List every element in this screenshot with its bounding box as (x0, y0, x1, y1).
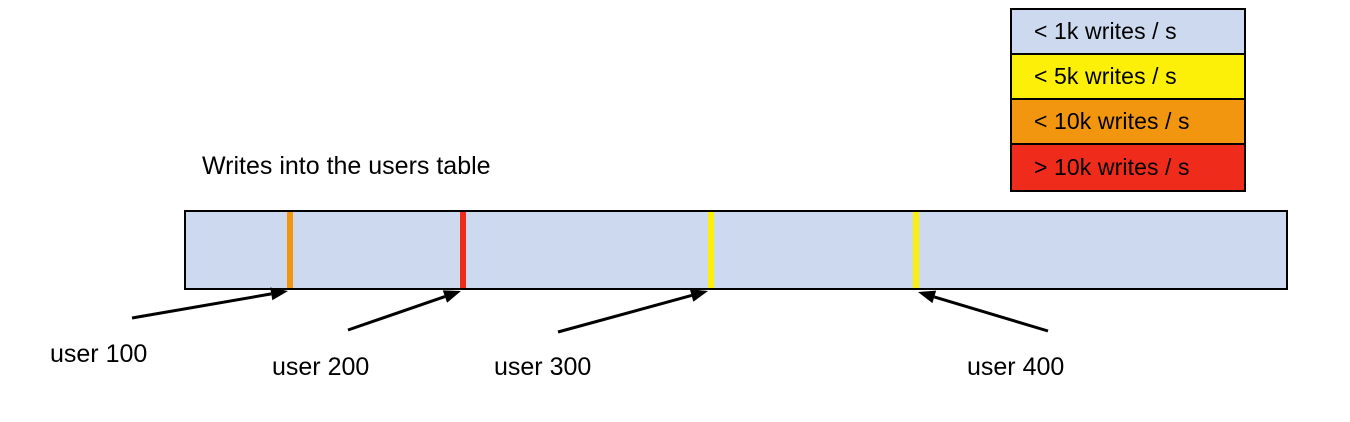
legend-row-0: < 1k writes / s (1012, 10, 1244, 55)
legend-row-1: < 5k writes / s (1012, 55, 1244, 100)
hot-row-stripe-1 (460, 212, 466, 288)
arrow-shaft (131, 292, 272, 320)
legend-label: > 10k writes / s (1034, 154, 1190, 180)
arrow-shaft (933, 295, 1049, 333)
arrow-head (689, 289, 708, 302)
annotation-arrow-0 (131, 287, 288, 320)
hot-row-stripe-0 (287, 212, 293, 288)
legend-label: < 10k writes / s (1034, 108, 1190, 134)
arrow-shaft (557, 294, 692, 334)
hot-row-stripe-3 (913, 212, 919, 288)
chart-title: Writes into the users table (202, 152, 491, 180)
legend-label: < 5k writes / s (1034, 63, 1177, 89)
arrow-head (442, 290, 461, 303)
annotation-arrow-3 (918, 290, 1049, 333)
users-table-range-bar (184, 210, 1288, 290)
legend-label: < 1k writes / s (1034, 18, 1177, 44)
legend-row-3: > 10k writes / s (1012, 145, 1244, 190)
annotation-arrow-1 (347, 290, 461, 332)
marker-label-user-300: user 300 (494, 353, 592, 381)
legend: < 1k writes / s < 5k writes / s < 10k writ… (1010, 8, 1246, 192)
marker-label-user-400: user 400 (967, 353, 1065, 381)
legend-row-2: < 10k writes / s (1012, 100, 1244, 145)
annotation-arrow-2 (557, 289, 708, 334)
arrow-head (918, 290, 937, 304)
marker-label-user-200: user 200 (272, 353, 370, 381)
hot-row-stripe-2 (708, 212, 714, 288)
arrow-shaft (347, 295, 446, 332)
marker-label-user-100: user 100 (50, 340, 148, 368)
